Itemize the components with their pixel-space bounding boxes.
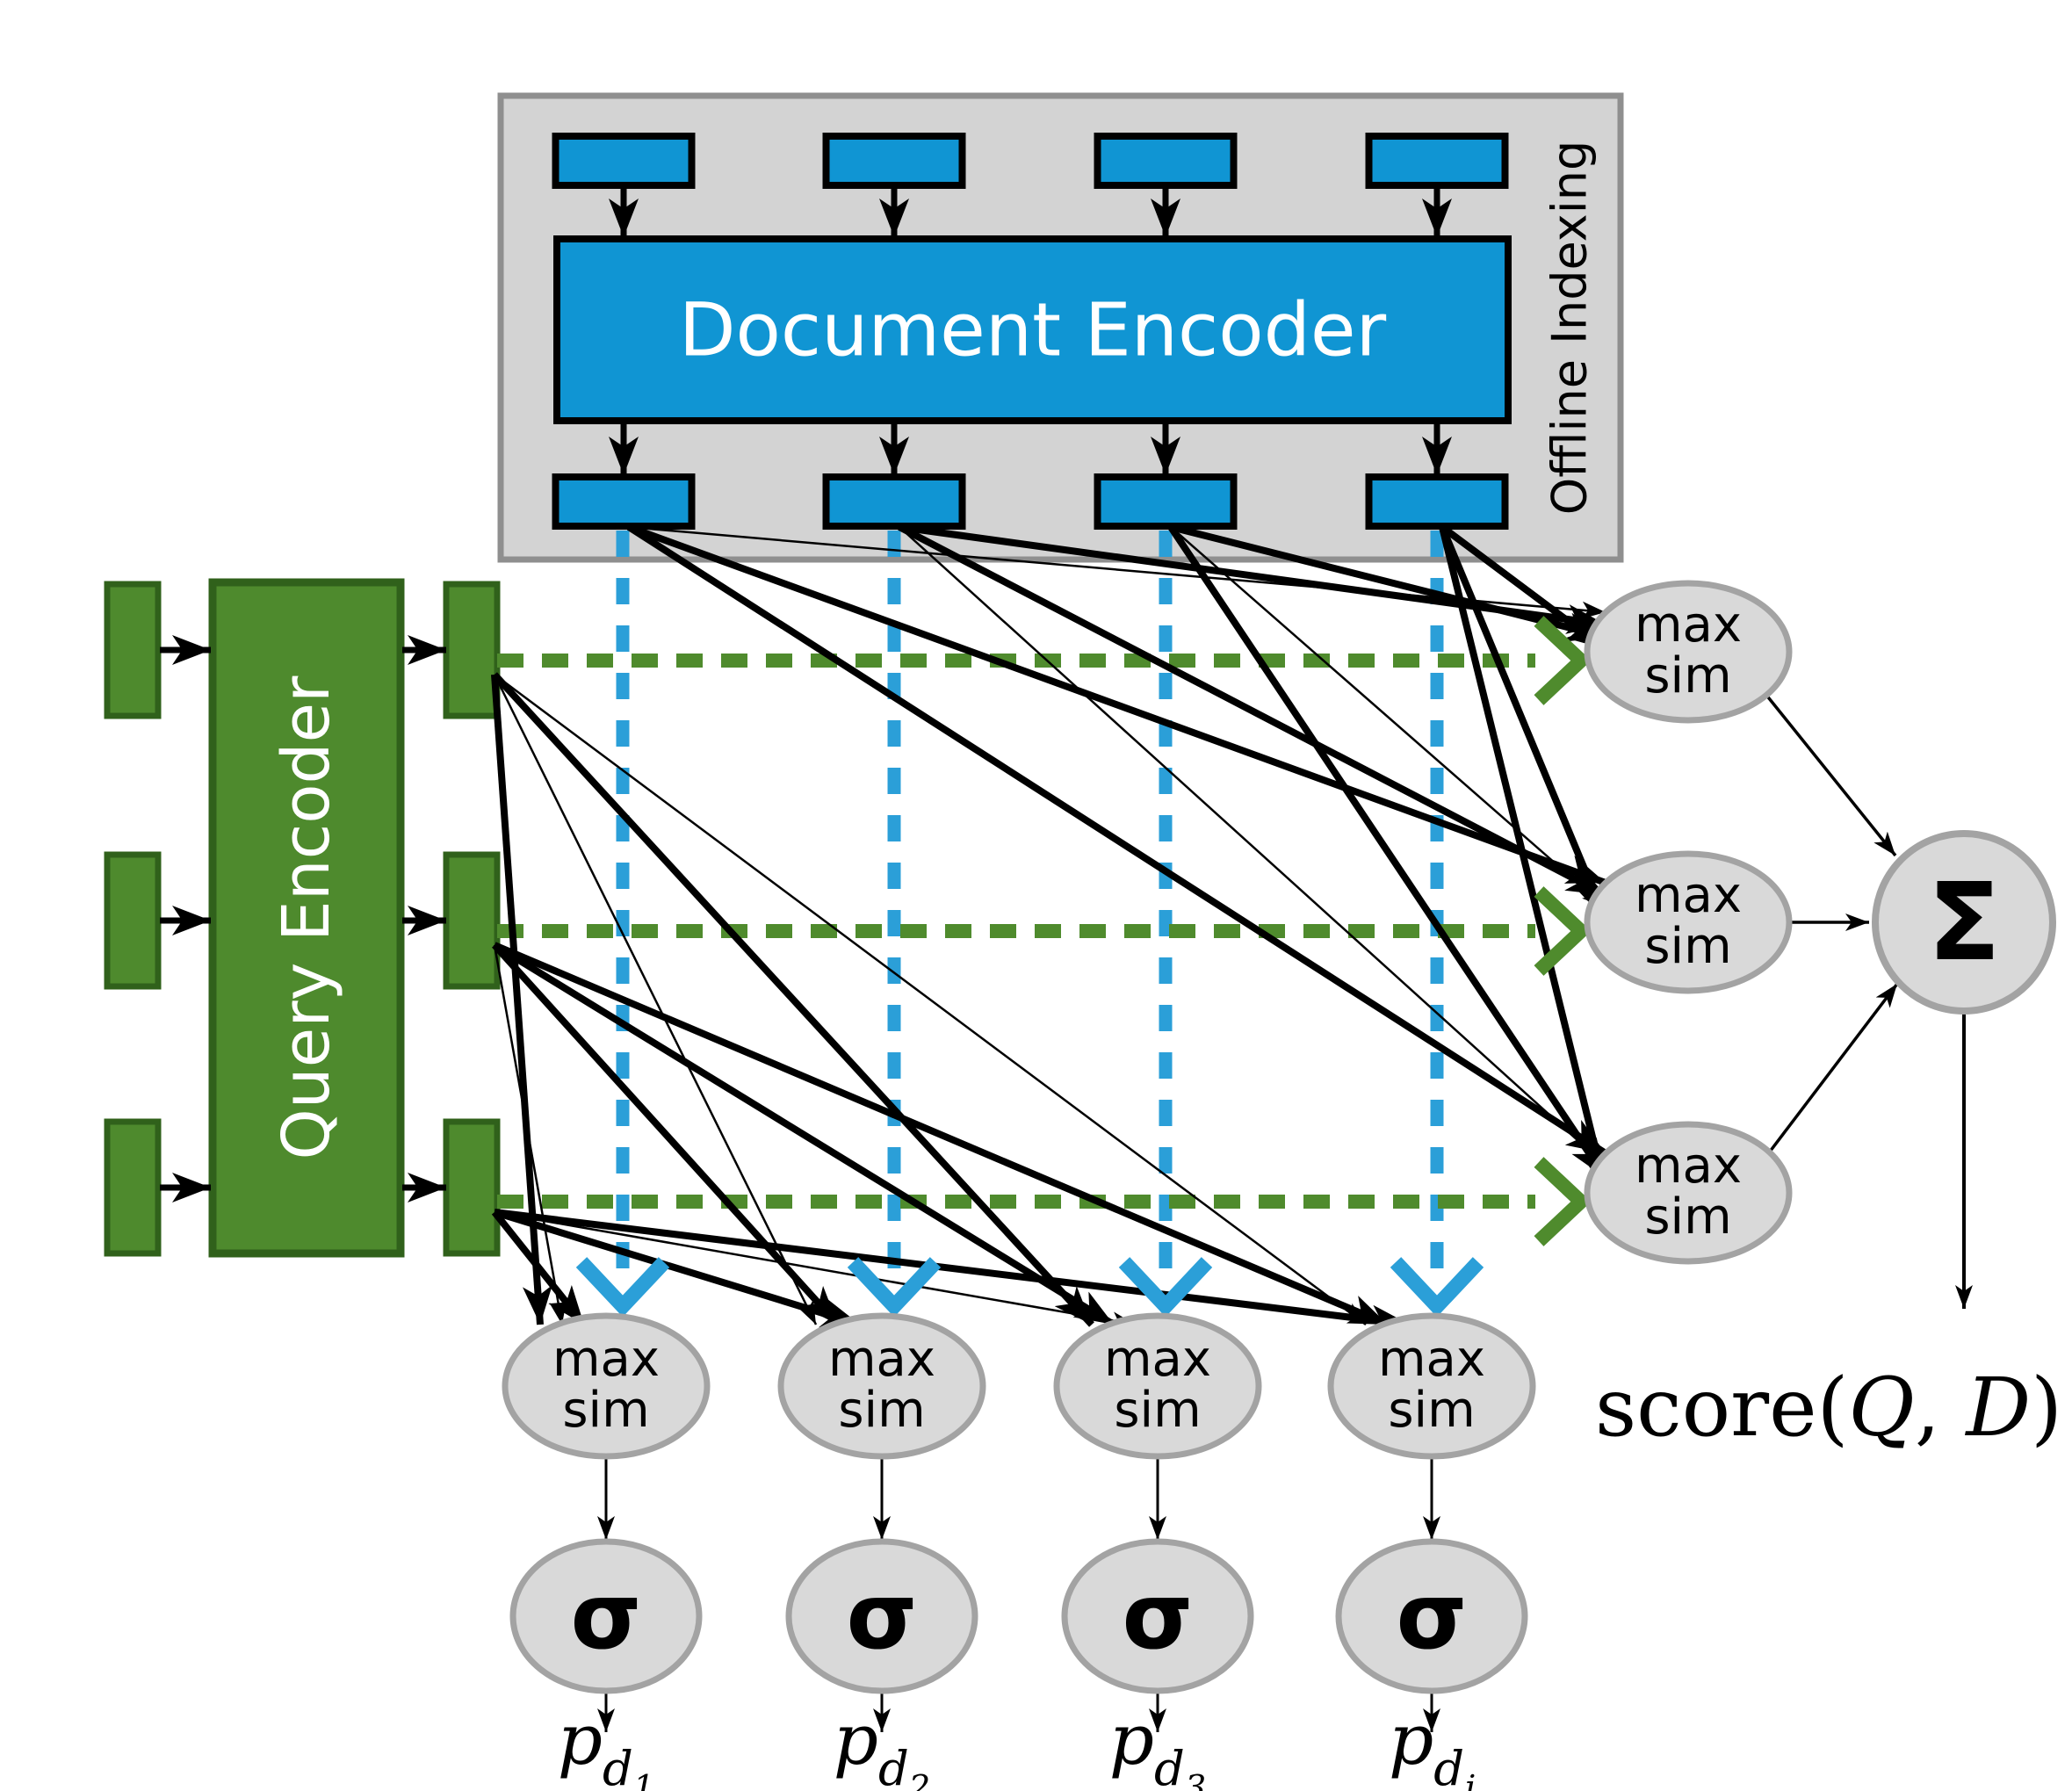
similarity-edge (1765, 982, 1899, 1157)
similarity-edge (627, 524, 1607, 886)
similarity-edge (1439, 525, 1609, 921)
sigmoid-label: σ (847, 1563, 918, 1670)
query-maxsim-node (1584, 850, 1793, 994)
sigmoid-label: σ (1123, 1563, 1194, 1670)
sigmoid-node (785, 1538, 978, 1694)
offline-indexing-label: Offline Indexing (1542, 141, 1598, 516)
doc-input-token (1365, 133, 1509, 189)
similarity-edge (898, 524, 1607, 899)
similarity-edge (626, 524, 1608, 1157)
sigmoid-node (1061, 1538, 1254, 1694)
similarity-edge (494, 1210, 1137, 1330)
similarity-edge (1170, 524, 1606, 642)
doc-maxsim-node (1053, 1312, 1262, 1460)
similarity-edge (494, 1209, 1411, 1335)
doc-embedding-token (552, 473, 696, 530)
score-label: score(Q, D) (1595, 1361, 2062, 1455)
similarity-edge (492, 672, 1094, 1327)
doc-input-token (552, 133, 696, 189)
p-output-label: pd1 (558, 1699, 654, 1791)
sum-node (1872, 830, 2056, 1015)
sigmoid-node (1335, 1538, 1528, 1694)
blue-chevron-arrowhead (575, 1257, 670, 1318)
sum-label: Σ (1927, 860, 2000, 985)
similarity-edge (494, 673, 1367, 1326)
query-embedding-token (443, 851, 501, 990)
query-embedding-token (443, 1118, 501, 1257)
doc-maxsim-node (1327, 1312, 1536, 1460)
query-encoder-box (208, 578, 405, 1258)
similarity-edge (1764, 692, 1897, 857)
doc-maxsim-node (502, 1312, 711, 1460)
doc-maxsim-node (777, 1312, 986, 1460)
similarity-edge (1167, 524, 1609, 1181)
similarity-edge (493, 942, 1390, 1328)
similarity-edge (1439, 526, 1611, 1191)
query-input-token (104, 1118, 162, 1257)
sigmoid-label: σ (571, 1563, 642, 1670)
doc-embedding-token (1365, 473, 1509, 530)
doc-embedding-token (1094, 473, 1238, 530)
p-output-label: pd3 (1109, 1699, 1206, 1791)
query-input-token (104, 581, 162, 719)
similarity-edge (493, 944, 567, 1325)
query-embedding-token (443, 581, 501, 719)
similarity-edge (493, 674, 818, 1325)
blue-chevron-arrowhead (1390, 1257, 1484, 1318)
blue-chevron-arrowhead (847, 1257, 942, 1318)
green-chevron-arrowhead (1534, 1157, 1592, 1246)
p-output-label: pd2 (834, 1699, 930, 1791)
green-chevron-arrowhead (1534, 886, 1592, 976)
doc-embedding-token (822, 473, 966, 530)
query-encoder-label: Query Encoder (269, 675, 344, 1160)
doc-input-token (1094, 133, 1238, 189)
sigmoid-label: σ (1397, 1563, 1468, 1670)
p-output-label: pdj (1389, 1699, 1475, 1791)
query-maxsim-node (1584, 1121, 1793, 1265)
blue-chevron-arrowhead (1118, 1257, 1213, 1318)
query-input-token (104, 851, 162, 990)
similarity-edge (491, 1210, 588, 1327)
query-maxsim-node (1584, 580, 1793, 724)
doc-input-token (822, 133, 966, 189)
document-encoder-box (553, 235, 1512, 424)
similarity-edge (492, 942, 1116, 1328)
sigmoid-node (509, 1538, 703, 1694)
similarity-edge (899, 526, 1606, 1166)
green-chevron-arrowhead (1534, 616, 1592, 705)
similarity-edge (1440, 524, 1608, 653)
similarity-edge (493, 1209, 862, 1328)
document-encoder-label: Document Encoder (679, 287, 1387, 373)
similarity-edge (1170, 526, 1606, 908)
